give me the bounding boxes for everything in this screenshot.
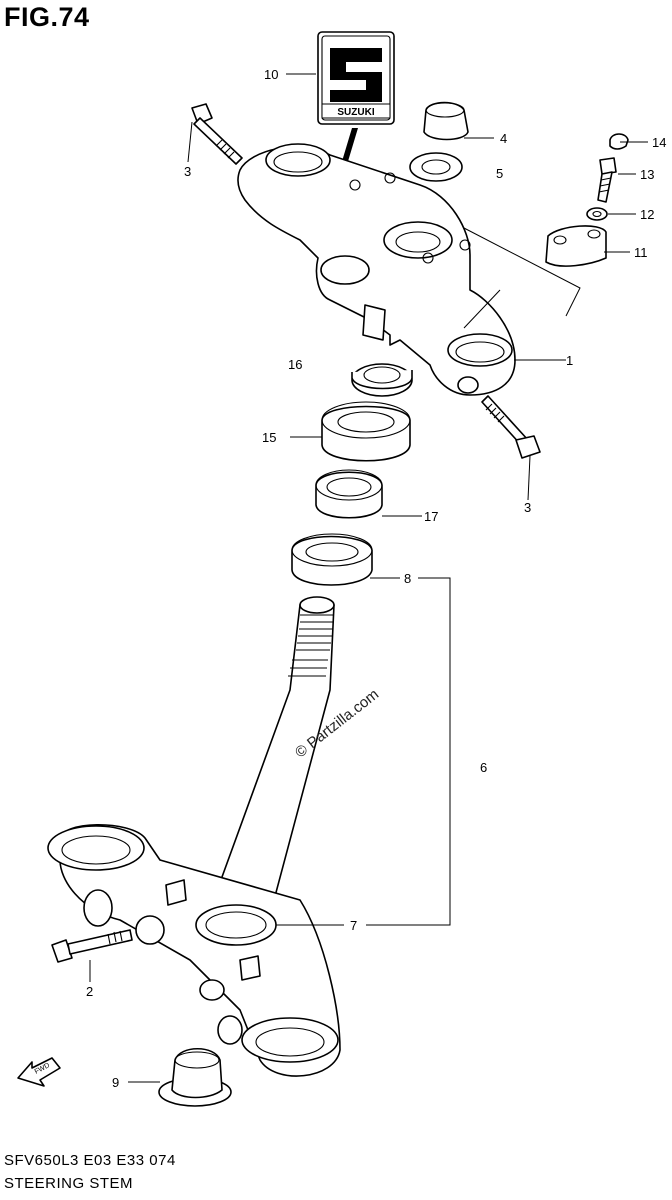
- part-3-bolt-upper[interactable]: [191, 103, 243, 165]
- callout-13: 13: [640, 167, 654, 182]
- part-11-emblem[interactable]: SUZUKI: [317, 31, 395, 168]
- part-5-washer[interactable]: [409, 152, 463, 182]
- callout-14: 14: [652, 135, 666, 150]
- callout-6: 6: [480, 760, 487, 775]
- callout-8: 8: [404, 571, 411, 586]
- part-2-bolt[interactable]: [51, 929, 133, 963]
- part-6-lower-bracket-stem[interactable]: [47, 596, 341, 1077]
- callout-2: 2: [86, 984, 93, 999]
- emblem-text: SUZUKI: [337, 107, 374, 118]
- callout-4: 4: [500, 131, 507, 146]
- part-13-bolt[interactable]: [597, 157, 617, 203]
- model-code: SFV650L3 E03 E33 074: [4, 1152, 176, 1169]
- callout-3-upper: 3: [184, 164, 191, 179]
- part-1-upper-bracket[interactable]: [237, 143, 516, 396]
- callout-5: 5: [496, 166, 503, 181]
- part-3-bolt-lower[interactable]: [481, 395, 541, 459]
- part-17-bearing-upper[interactable]: [315, 469, 383, 519]
- part-14-cap[interactable]: [609, 133, 629, 150]
- callout-16: 15: [262, 430, 276, 445]
- part-10-handlebar-holder[interactable]: [545, 225, 607, 267]
- callout-numbers: 10 3 4 5 14 13 12 11 1 16 15 3 17 8 6 7 …: [86, 67, 666, 1090]
- callout-3-lower: 3: [524, 500, 531, 515]
- section-name: STEERING STEM: [4, 1175, 134, 1192]
- callout-15: 16: [288, 357, 302, 372]
- part-9-cap[interactable]: [158, 1048, 232, 1107]
- figure-title: FIG.74: [4, 2, 90, 32]
- callout-1: 1: [566, 353, 573, 368]
- part-12-washer[interactable]: [586, 207, 608, 221]
- part-8-bearing-lower[interactable]: [291, 533, 373, 586]
- callout-10: 11: [634, 245, 648, 260]
- part-16-dust-seal[interactable]: [321, 401, 411, 462]
- fwd-arrow-icon: FWD: [17, 1057, 61, 1087]
- callout-12: 12: [640, 207, 654, 222]
- part-7-o-ring[interactable]: [195, 904, 277, 946]
- callout-17: 17: [424, 509, 438, 524]
- leader-lines: [89, 73, 648, 1083]
- part-15-steering-nut[interactable]: [351, 363, 413, 397]
- callout-9: 9: [112, 1075, 119, 1090]
- callout-7: 7: [350, 918, 357, 933]
- callout-11: 10: [264, 67, 278, 82]
- part-4-cap-nut[interactable]: [423, 101, 469, 141]
